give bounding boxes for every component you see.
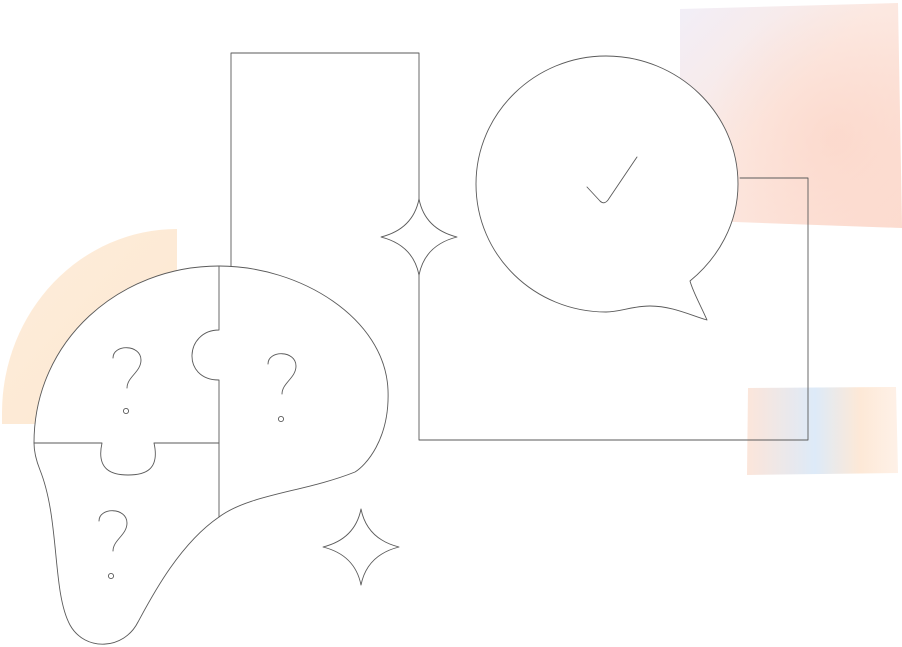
question-mark-icon bbox=[267, 353, 297, 423]
puzzle-head bbox=[33, 265, 389, 645]
question-mark-icon bbox=[112, 347, 142, 415]
puzzle-outline bbox=[33, 265, 389, 645]
speech-bubble-outline bbox=[475, 55, 739, 321]
four-point-star-icon bbox=[322, 508, 400, 586]
sparkle-icons bbox=[322, 198, 458, 586]
speech-bubble bbox=[475, 55, 739, 321]
puzzle-seam-vertical bbox=[191, 265, 220, 518]
question-mark-icon bbox=[98, 510, 128, 580]
four-point-star-icon bbox=[380, 198, 458, 276]
question-mark-icons bbox=[98, 347, 297, 580]
checkmark-icon bbox=[586, 156, 638, 204]
tall-frame bbox=[230, 52, 809, 441]
puzzle-seam-horizontal bbox=[33, 442, 220, 476]
pastel-bottom-right-rect bbox=[747, 387, 898, 475]
